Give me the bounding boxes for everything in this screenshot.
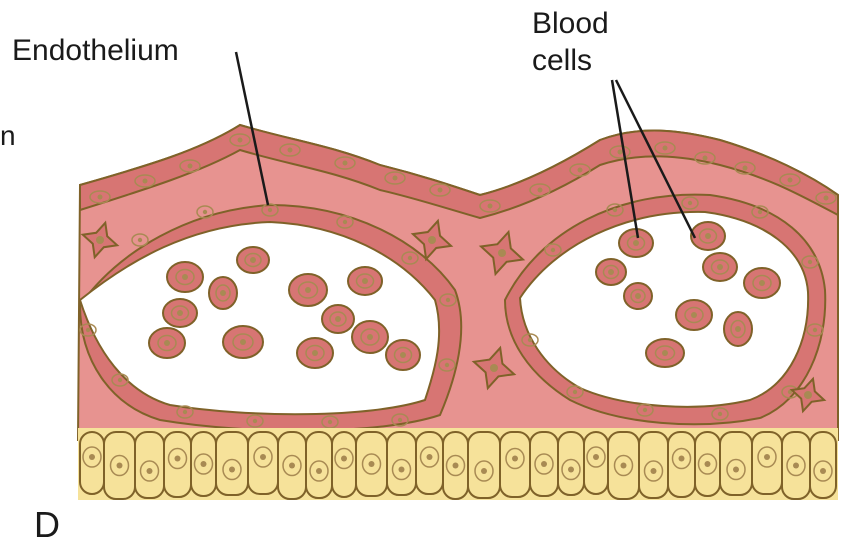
epithelial-cells bbox=[80, 432, 836, 499]
epithelial-cell bbox=[164, 432, 191, 497]
blood-cell bbox=[724, 312, 752, 346]
epithelial-cell bbox=[558, 432, 584, 495]
epithelial-cell bbox=[443, 432, 468, 499]
epithelial-cell bbox=[810, 432, 836, 498]
epithelial-cell bbox=[387, 432, 416, 495]
blood-cell bbox=[297, 338, 333, 368]
blood-cell bbox=[352, 321, 388, 353]
epithelial-cell bbox=[248, 432, 278, 494]
blood-cell bbox=[149, 328, 185, 358]
blood-cell bbox=[167, 262, 203, 292]
epithelial-cell bbox=[584, 432, 608, 494]
epithelial-cell bbox=[278, 432, 306, 499]
epithelial-cell bbox=[695, 432, 720, 496]
blood-cell bbox=[744, 268, 780, 298]
epithelial-cell bbox=[782, 432, 810, 499]
epithelial-cell bbox=[720, 432, 752, 495]
epithelial-cell bbox=[500, 432, 530, 497]
blood-cell bbox=[322, 305, 354, 333]
blood-cell bbox=[237, 247, 269, 273]
edge-letter: n bbox=[0, 120, 16, 151]
blood-cell bbox=[646, 339, 684, 367]
blood-cell bbox=[703, 253, 737, 281]
endothelium-label: Endothelium bbox=[12, 34, 179, 67]
panel-letter: D bbox=[34, 504, 60, 544]
blood-cell bbox=[691, 222, 725, 250]
epithelial-cell bbox=[530, 432, 558, 496]
epithelial-cell bbox=[332, 432, 356, 497]
blood-cell bbox=[209, 277, 237, 309]
blood-label-line1: Blood bbox=[532, 7, 609, 40]
epithelial-cell bbox=[306, 432, 332, 498]
blood-cell bbox=[289, 274, 327, 306]
epithelial-cell bbox=[416, 432, 443, 494]
epithelial-cell bbox=[80, 432, 104, 494]
epithelial-cell bbox=[216, 432, 248, 495]
epithelial-cell bbox=[356, 432, 387, 496]
epithelial-cell bbox=[668, 432, 695, 497]
blood-label-line2: cells bbox=[532, 44, 592, 77]
epithelial-cell bbox=[104, 432, 135, 499]
epithelial-cell bbox=[639, 432, 668, 498]
epithelial-cell bbox=[752, 432, 782, 494]
blood-cell bbox=[596, 259, 626, 285]
blood-cell bbox=[348, 267, 382, 295]
blood-cell bbox=[676, 300, 712, 330]
blood-cell bbox=[386, 340, 420, 370]
blood-cell bbox=[223, 326, 263, 358]
epithelial-cell bbox=[191, 432, 216, 496]
blood-cell bbox=[163, 299, 197, 327]
epithelial-cell bbox=[135, 432, 164, 498]
epithelial-cell bbox=[468, 432, 500, 498]
epithelial-cell bbox=[608, 432, 639, 499]
blood-cell bbox=[624, 283, 652, 309]
